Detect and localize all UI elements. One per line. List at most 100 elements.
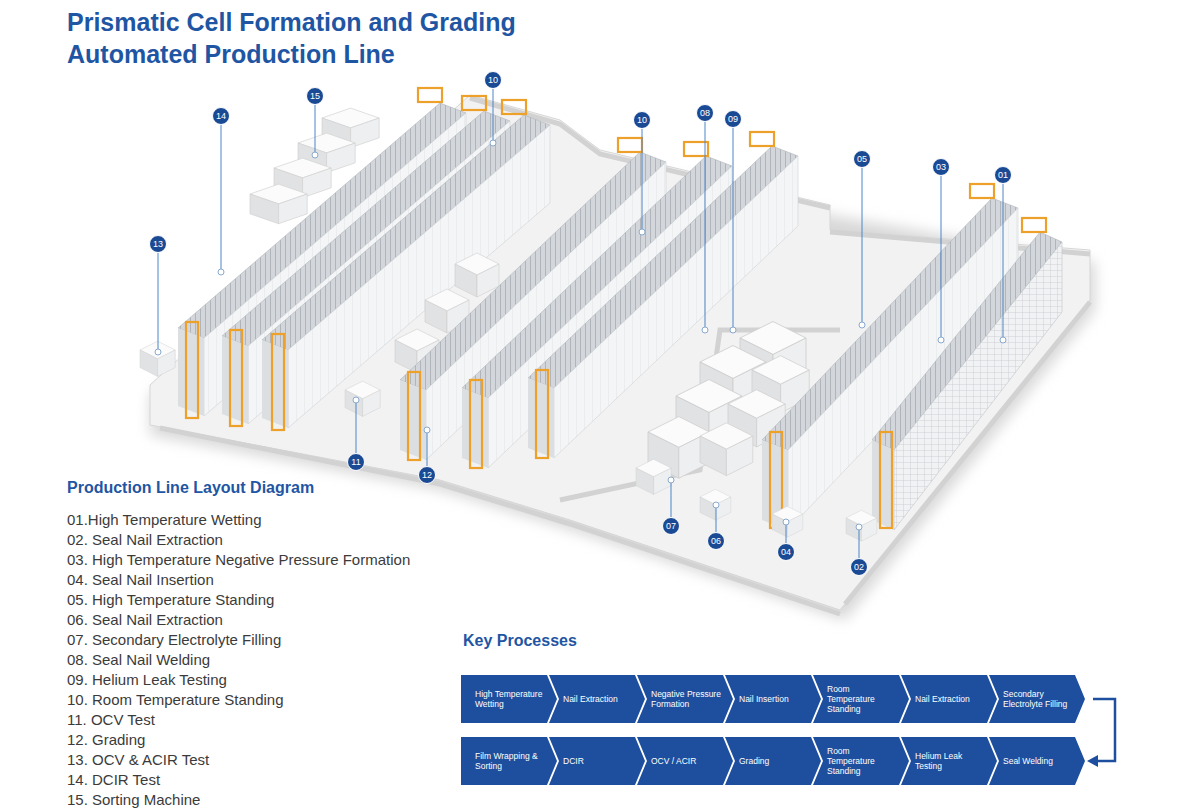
process-label: Seal Welding	[1003, 756, 1075, 766]
process-chevron: Nail Insertion	[725, 675, 821, 723]
process-label: Nail Extraction	[563, 694, 635, 704]
chevron-outline	[549, 737, 645, 785]
stacker-crane	[880, 432, 892, 528]
equipment-cabinet	[636, 459, 671, 494]
stacker-crane	[770, 184, 1046, 528]
arrow-head	[1087, 755, 1098, 767]
equipment-cabinet	[772, 506, 803, 537]
leader-line	[705, 113, 706, 330]
stacker-gantry	[462, 96, 486, 110]
chevron-text-box: Grading	[739, 737, 811, 785]
leader-dots	[155, 140, 1006, 530]
process-label: Film Wrapping & Sorting	[475, 751, 547, 771]
process-label: Grading	[739, 756, 811, 766]
callout-number: 14	[212, 107, 230, 125]
equipment-cabinet	[700, 489, 731, 520]
process-chevron: High Temperature Wetting	[461, 675, 557, 723]
legend-list-item: 10. Room Temperature Standing	[67, 690, 284, 710]
legend-list-item: 11. OCV Test	[67, 710, 155, 730]
callout-number: 02	[850, 558, 868, 576]
chevron-outline	[725, 737, 821, 785]
callout-number: 10	[633, 111, 651, 129]
leader-dot	[424, 427, 430, 433]
chevron-text-box: Film Wrapping & Sorting	[475, 737, 547, 785]
leader-line	[642, 120, 643, 232]
conveyor-track	[160, 98, 1090, 614]
leader-line	[221, 116, 222, 272]
chevron-outline	[989, 737, 1085, 785]
chevron-text-box: Secondary Electrolyte Filling	[1003, 675, 1075, 723]
leader-dot	[1000, 337, 1006, 343]
legend-list-item: 02. Seal Nail Extraction	[67, 530, 223, 550]
rack-end	[462, 388, 488, 468]
equipment-cabinet	[700, 423, 753, 476]
process-label: Room Temperature Standing	[827, 746, 899, 776]
process-label: OCV / ACIR	[651, 756, 723, 766]
leader-line	[158, 244, 159, 352]
callout-number: 11	[347, 453, 365, 471]
leader-dot	[155, 349, 161, 355]
leader-dot	[668, 477, 674, 483]
chevron-text-box: Nail Insertion	[739, 675, 811, 723]
legend-list-item: 14. DCIR Test	[67, 770, 160, 790]
chevron-outline	[725, 675, 821, 723]
chevron-outline	[637, 675, 733, 723]
rack-end	[528, 378, 554, 458]
process-chevron: OCV / ACIR	[637, 737, 733, 785]
chevron-outline	[461, 675, 557, 723]
stacker-gantry	[618, 138, 642, 152]
legend-list-item: 07. Secondary Electrolyte Filling	[67, 630, 281, 650]
leader-dot	[639, 229, 645, 235]
legend-list-item: 05. High Temperature Standing	[67, 590, 274, 610]
chevron-text-box: Room Temperature Standing	[827, 675, 899, 723]
chevron-text-box: OCV / ACIR	[651, 737, 723, 785]
process-chevron: Negative Pressure Formation	[637, 675, 733, 723]
process-chevron: Nail Extraction	[549, 675, 645, 723]
callout-number: 01	[994, 166, 1012, 184]
process-chevron: Film Wrapping & Sorting	[461, 737, 557, 785]
leader-dot	[859, 322, 865, 328]
chevron-outline	[461, 737, 557, 785]
process-chevron: Helium Leak Testing	[901, 737, 997, 785]
leader-dot	[783, 519, 789, 525]
chevron-text-box: Helium Leak Testing	[915, 737, 987, 785]
small-station	[772, 506, 877, 541]
legend-list-item: 13. OCV & ACIR Test	[67, 750, 209, 770]
chevron-text-box: Seal Welding	[1003, 737, 1075, 785]
chevron-text-box: Nail Extraction	[915, 675, 987, 723]
callout-number: 06	[707, 532, 725, 550]
callout-number: 05	[853, 150, 871, 168]
chevron-text-box: Nail Extraction	[563, 675, 635, 723]
leader-dot	[938, 337, 944, 343]
stacker-crane	[470, 380, 482, 468]
leader-dot	[490, 140, 496, 146]
chevron-outline	[901, 675, 997, 723]
stacker-gantry	[970, 184, 994, 198]
flow-connector	[1087, 699, 1115, 767]
stacker-crane	[186, 322, 198, 418]
leader-dot	[353, 397, 359, 403]
rack-group-right	[762, 198, 1062, 530]
callout-number: 04	[777, 543, 795, 561]
stacker-crane	[408, 372, 420, 460]
legend-list-item: 03. High Temperature Negative Pressure F…	[67, 550, 410, 570]
equipment-cabinet	[455, 253, 499, 297]
chevron-outline	[901, 737, 997, 785]
stacker-gantry	[502, 100, 526, 114]
stacker-gantry	[684, 142, 708, 156]
process-chevron: Grading	[725, 737, 821, 785]
legend-list-item: 04. Seal Nail Insertion	[67, 570, 214, 590]
stacker-gantry	[418, 88, 442, 102]
rack-front	[554, 156, 798, 458]
leader-line	[493, 80, 494, 143]
stacker-crane	[272, 334, 284, 430]
sorting-machine	[250, 184, 307, 224]
rack-end	[178, 328, 204, 416]
floor-platform	[150, 95, 1090, 610]
chevron-text-box: Room Temperature Standing	[827, 737, 899, 785]
stacker-gantry	[750, 132, 774, 146]
callout-number: 15	[306, 87, 324, 105]
callout-number: 08	[696, 104, 714, 122]
leader-dot	[856, 524, 862, 530]
